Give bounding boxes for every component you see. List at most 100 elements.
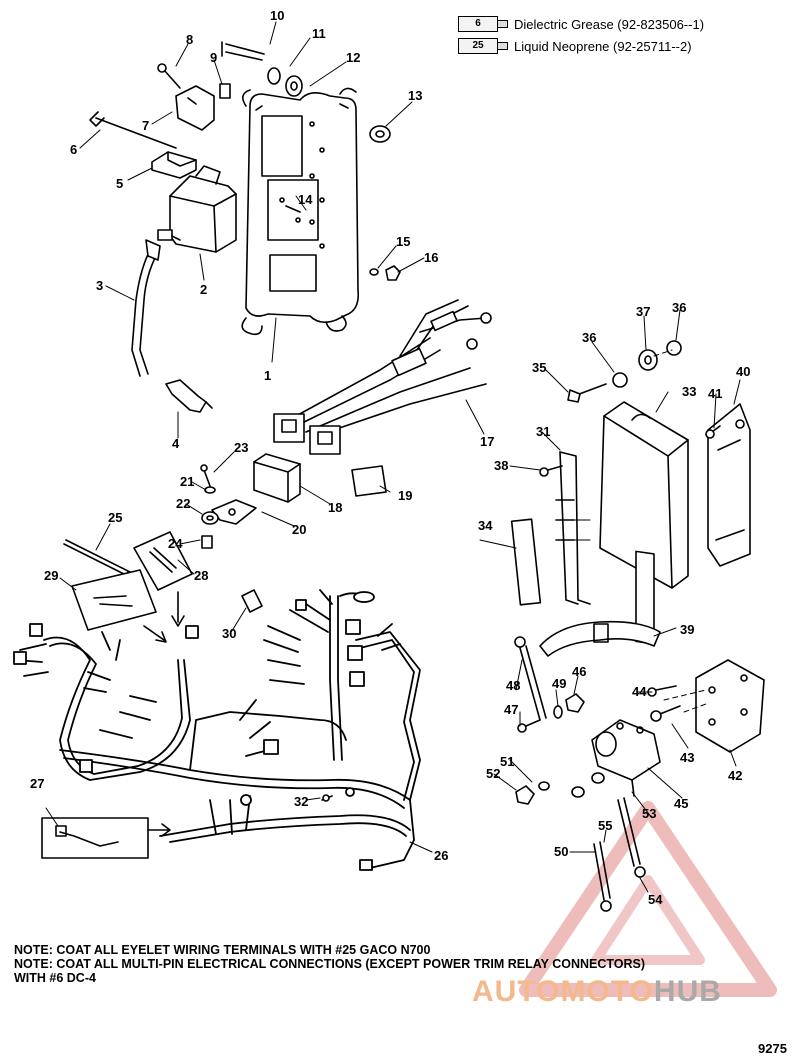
main-wiring-harness: [13, 589, 421, 871]
washer-11: [267, 67, 281, 85]
callout-41: 41: [708, 386, 722, 401]
callout-36-left: 36: [582, 330, 596, 345]
washer-15: [369, 268, 379, 276]
callout-44: 44: [632, 684, 647, 699]
callout-45: 45: [674, 796, 688, 811]
callout-18: 18: [328, 500, 342, 515]
callout-42: 42: [728, 768, 742, 783]
callout-21: 21: [180, 474, 194, 489]
watermark-main: AUTOMOTO: [472, 975, 654, 1008]
watermark-hub: HUB: [653, 975, 722, 1008]
inset-29: [71, 569, 157, 631]
note-line-3: WITH #6 DC-4: [14, 971, 96, 985]
callout-52: 52: [486, 766, 500, 781]
relay-harness: [295, 299, 492, 439]
sleeve-24: [201, 535, 213, 549]
callout-50: 50: [554, 844, 568, 859]
mounting-plate: [241, 87, 360, 336]
callout-9: 9: [210, 50, 217, 65]
screw-8: [157, 63, 181, 89]
callout-53: 53: [642, 806, 656, 821]
washer-49: [553, 705, 563, 719]
washer-51: [538, 781, 550, 791]
callout-35: 35: [532, 360, 546, 375]
callout-30: 30: [222, 626, 236, 641]
callout-34: 34: [478, 518, 493, 533]
callout-4: 4: [172, 436, 180, 451]
callout-28: 28: [194, 568, 208, 583]
cable-50: [593, 841, 612, 912]
callout-15: 15: [396, 234, 410, 249]
cable-54: [617, 797, 646, 878]
figure-number: 9275: [758, 1041, 787, 1056]
grommet-37: [638, 349, 658, 371]
callout-14: 14: [298, 192, 313, 207]
nut-52: [515, 785, 535, 805]
callout-25: 25: [108, 510, 122, 525]
tube-code-6: 6: [458, 16, 498, 32]
plate-42: [695, 659, 765, 753]
callout-43: 43: [680, 750, 694, 765]
starter-solenoid: [591, 719, 661, 797]
watermark-triangle: [519, 801, 777, 997]
callout-17: 17: [480, 434, 494, 449]
long-screw-6: [89, 111, 177, 149]
fuse-30: [241, 589, 263, 613]
screw-44: [647, 685, 677, 697]
pin-9: [219, 83, 231, 99]
callout-10: 10: [270, 8, 284, 23]
callout-27: 27: [30, 776, 44, 791]
screw-23: [200, 464, 211, 487]
callout-16: 16: [424, 250, 438, 265]
callout-20: 20: [292, 522, 306, 537]
callout-6: 6: [70, 142, 77, 157]
legend-liquid-neoprene: 25 Liquid Neoprene (92-25711--2): [458, 38, 692, 54]
callout-39: 39: [680, 622, 694, 637]
callout-8: 8: [186, 32, 193, 47]
bracket-20: [211, 499, 257, 525]
legend-label: Dielectric Grease (92-823506--1): [514, 16, 705, 32]
callout-13: 13: [408, 88, 422, 103]
grommet-12: [285, 75, 303, 97]
callout-19: 19: [398, 488, 412, 503]
callout-2: 2: [200, 282, 207, 297]
callout-48: 48: [506, 678, 520, 693]
tube-code-25: 25: [458, 38, 498, 54]
pad-19: [351, 465, 387, 497]
screw-43: [650, 705, 681, 722]
callout-12: 12: [346, 50, 360, 65]
spark-plug-lead: [131, 239, 161, 377]
note-line-1: NOTE: COAT ALL EYELET WIRING TERMINALS W…: [14, 943, 431, 957]
ecm-bracket-40: [707, 403, 751, 567]
spark-plug: [165, 379, 213, 413]
note-line-2: NOTE: COAT ALL MULTI-PIN ELECTRICAL CONN…: [14, 957, 646, 971]
screw-47: [517, 719, 541, 733]
screw-35: [567, 383, 607, 403]
watermark-text: AUTOMOTOHUB: [472, 975, 722, 1009]
screw-41: [705, 425, 721, 439]
leader-lines: [45, 21, 741, 893]
screw-32: [321, 794, 333, 802]
callout-29: 29: [44, 568, 58, 583]
inset-27: [41, 817, 149, 859]
callout-32: 32: [294, 794, 308, 809]
inset-28: [133, 531, 193, 591]
legend-dielectric-grease: 6 Dielectric Grease (92-823506--1): [458, 16, 704, 32]
callout-46: 46: [572, 664, 586, 679]
callout-1: 1: [264, 368, 271, 383]
callout-55: 55: [598, 818, 612, 833]
ignition-coil: [157, 165, 237, 253]
callout-26: 26: [434, 848, 448, 863]
callout-38: 38: [494, 458, 508, 473]
notes-block: NOTE: COAT ALL EYELET WIRING TERMINALS W…: [14, 943, 794, 985]
cable-48: [514, 636, 547, 721]
nuts-53: [571, 772, 605, 798]
grommet-22: [201, 511, 219, 525]
callout-3: 3: [96, 278, 103, 293]
callout-labels: 10 11 12 13 8 9 7 6 5 14 15 16 2 3 1 4 1…: [30, 8, 750, 907]
nut-16: [385, 265, 401, 281]
clip-31: [555, 451, 591, 605]
legend-label: Liquid Neoprene (92-25711--2): [514, 38, 692, 54]
relay-connectors: [273, 413, 341, 455]
tube-icon: 6: [458, 16, 510, 32]
